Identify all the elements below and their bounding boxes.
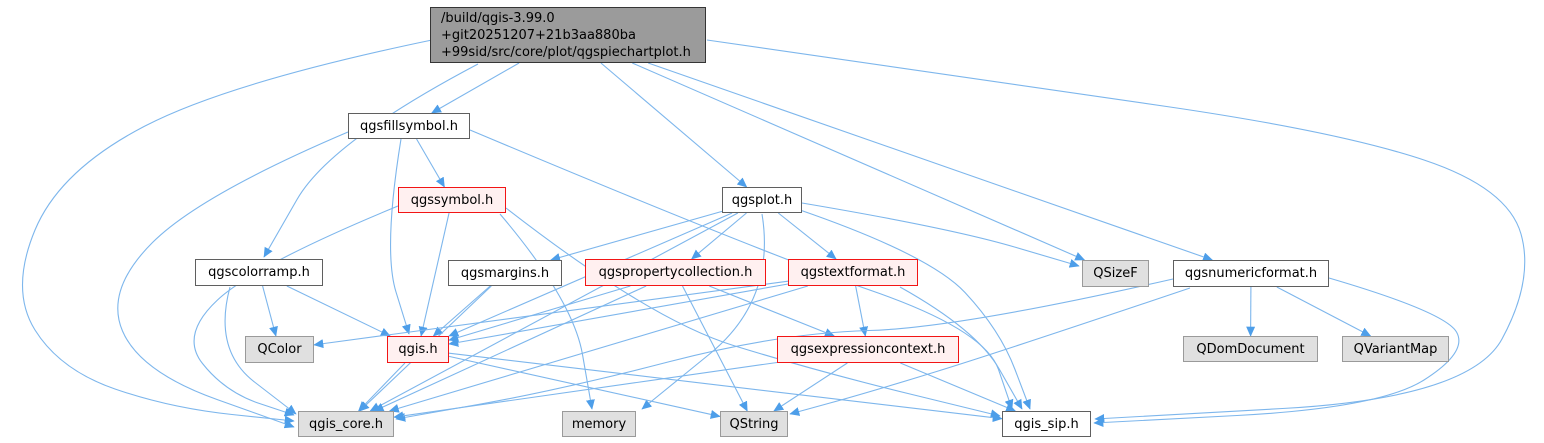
node-plot[interactable]: qgsplot.h xyxy=(722,187,802,213)
edge-numericformat-to-qstring xyxy=(789,287,1191,416)
node-label: QSizeF xyxy=(1093,266,1138,281)
edge-symbol-to-core xyxy=(193,205,399,417)
node-label: memory xyxy=(571,416,627,432)
edge-propcoll-to-exprcontext xyxy=(709,285,835,337)
edge-piechartplot-to-plot xyxy=(600,62,748,188)
edge-piechartplot-to-numericformat xyxy=(648,62,1214,262)
node-label: QColor xyxy=(257,342,302,357)
node-label: qgscolorramp.h xyxy=(208,265,310,280)
node-label: qgsnumericformat.h xyxy=(1184,266,1318,281)
edge-symbol-to-qgis xyxy=(418,212,450,337)
node-colorramp[interactable]: qgscolorramp.h xyxy=(195,259,323,286)
node-core: qgis_core.h xyxy=(298,411,394,437)
edge-qgis-to-sip xyxy=(448,352,1003,423)
edge-plot-to-margins xyxy=(550,210,723,262)
node-label: qgsexpressioncontext.h xyxy=(790,342,946,357)
node-piechartplot: /build/qgis-3.99.0+git20251207+21b3aa880… xyxy=(430,7,706,63)
edge-plot-to-qsizef xyxy=(801,202,1080,268)
edge-textformat-to-exprcontext xyxy=(855,285,869,337)
node-label: QString xyxy=(729,416,779,432)
node-qdomdocument: QDomDocument xyxy=(1183,336,1318,362)
node-label: qgsplot.h xyxy=(731,192,793,208)
edge-colorramp-to-qgis xyxy=(286,285,391,337)
node-numericformat[interactable]: qgsnumericformat.h xyxy=(1173,260,1329,287)
edge-textformat-to-sip xyxy=(899,286,1023,410)
edge-plot-to-sip xyxy=(799,209,1031,410)
edge-fillsymbol-to-symbol xyxy=(416,138,445,188)
edge-qgis-to-qstring xyxy=(448,355,721,419)
edge-qgis-to-core xyxy=(358,362,406,412)
edge-numericformat-to-qvariantmap xyxy=(1276,286,1372,337)
edge-exprcontext-to-qstring xyxy=(773,362,848,412)
edge-exprcontext-to-sip xyxy=(900,362,1016,412)
edge-textformat-to-qcolor xyxy=(313,280,789,349)
edge-plot-to-textformat xyxy=(777,212,837,260)
node-qvariantmap: QVariantMap xyxy=(1342,336,1449,362)
edge-piechartplot-to-colorramp xyxy=(263,63,479,258)
edge-piechartplot-to-qsizef xyxy=(632,62,1086,261)
node-propcoll[interactable]: qgspropertycollection.h xyxy=(585,259,766,286)
edge-piechartplot-to-fillsymbol xyxy=(431,62,520,114)
node-qgis[interactable]: qgis.h xyxy=(387,336,449,363)
node-label: qgis.h xyxy=(398,342,438,357)
edge-textformat-to-core xyxy=(388,285,808,413)
edge-textformat-to-qgis xyxy=(448,283,789,347)
node-qstring: QString xyxy=(720,411,788,437)
node-exprcontext[interactable]: qgsexpressioncontext.h xyxy=(777,336,959,363)
node-label: qgssymbol.h xyxy=(410,192,494,208)
edge-piechartplot-to-sip xyxy=(706,39,1526,423)
root-label-line-1: /build/qgis-3.99.0 xyxy=(441,10,555,26)
node-margins[interactable]: qgsmargins.h xyxy=(448,260,562,286)
edge-colorramp-to-qcolor xyxy=(262,285,278,337)
edge-fillsymbol-to-core xyxy=(117,131,349,429)
root-label-line-2: +git20251207+21b3aa880ba xyxy=(441,27,636,43)
edge-plot-to-propcoll xyxy=(691,212,747,260)
node-qcolor: QColor xyxy=(245,336,314,363)
edge-numericformat-to-sip xyxy=(1093,277,1460,428)
edge-propcoll-to-qgis xyxy=(448,285,631,342)
node-label: qgsfillsymbol.h xyxy=(359,118,458,134)
node-label: QVariantMap xyxy=(1353,341,1438,357)
edge-margins-to-qgis xyxy=(432,285,491,337)
node-label: qgspropertycollection.h xyxy=(598,265,753,280)
node-symbol[interactable]: qgssymbol.h xyxy=(398,187,506,213)
edge-piechartplot-to-core xyxy=(22,39,433,425)
node-fillsymbol[interactable]: qgsfillsymbol.h xyxy=(348,113,470,139)
node-memory: memory xyxy=(562,411,636,437)
node-label: qgis_sip.h xyxy=(1014,416,1079,432)
edge-exprcontext-to-core xyxy=(393,361,778,421)
edge-symbol-to-memory xyxy=(499,213,595,410)
node-label: qgis_core.h xyxy=(309,416,383,432)
node-sip[interactable]: qgis_sip.h xyxy=(1002,411,1091,437)
edge-propcoll-to-qstring xyxy=(682,285,748,412)
node-textformat[interactable]: qgstextformat.h xyxy=(788,259,918,286)
edge-colorramp-to-core xyxy=(224,286,297,415)
edge-fillsymbol-to-qgis xyxy=(390,138,411,335)
node-label: qgsmargins.h xyxy=(460,265,550,281)
node-label: qgstextformat.h xyxy=(800,265,906,280)
edge-plot-to-core xyxy=(369,212,739,412)
node-qsizef: QSizeF xyxy=(1082,260,1149,287)
root-label-line-3: +99sid/src/core/plot/qgspiechartplot.h xyxy=(441,44,691,60)
node-label: QDomDocument xyxy=(1196,341,1305,357)
